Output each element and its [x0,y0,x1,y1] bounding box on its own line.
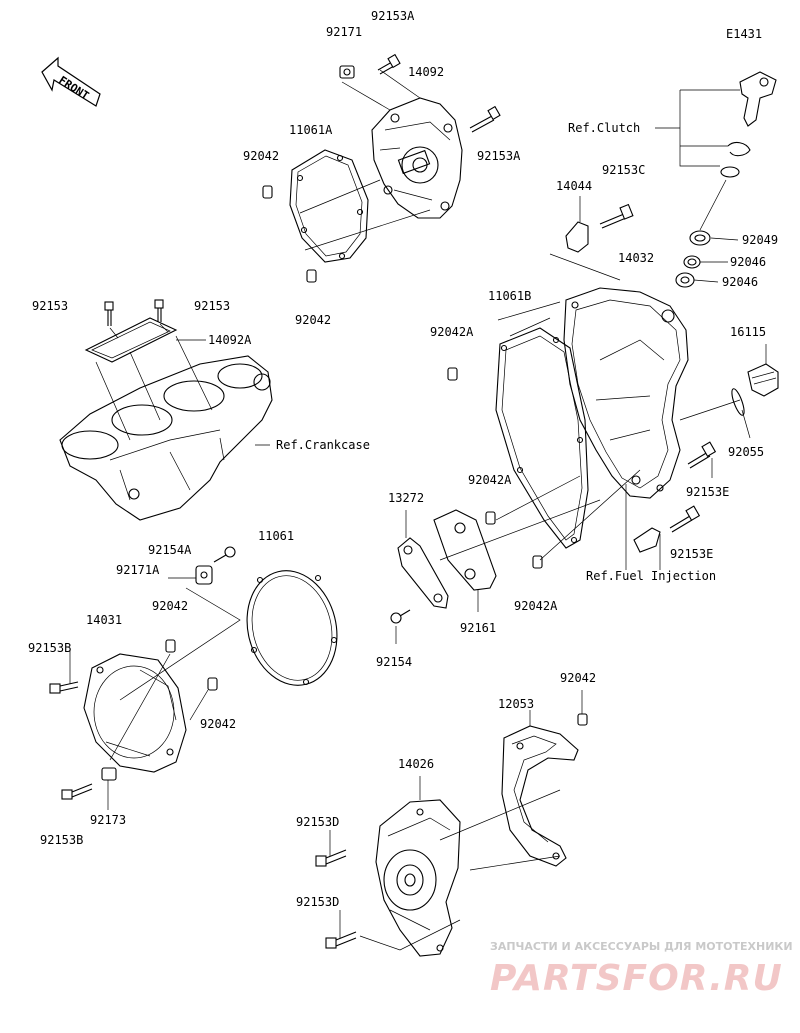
label-92049[interactable]: 92049 [742,233,778,247]
bolt-92153-left [104,301,114,326]
label-92171A[interactable]: 92171A [116,563,160,577]
label-92153-left[interactable]: 92153 [32,299,68,313]
label-92153E-b[interactable]: 92153E [670,547,713,561]
label-11061A[interactable]: 11061A [289,123,333,137]
label-92171[interactable]: 92171 [326,25,362,39]
label-92046-b[interactable]: 92046 [722,275,758,289]
label-92153D-b[interactable]: 92153D [296,895,339,909]
front-arrow-icon: FRONT [41,56,101,107]
dowel-92042A-a [447,367,458,381]
label-92042A-a[interactable]: 92042A [430,325,474,339]
label-92042-b[interactable]: 92042 [295,313,331,327]
bolt-92153A-right [469,105,501,133]
part-92173-bracket [101,767,117,781]
part-92055-oring [731,388,745,416]
part-14044-bracket [565,221,589,253]
part-11061B-gasket [495,327,589,549]
part-clutch-spring [727,141,751,157]
label-ref-crankcase[interactable]: Ref.Crankcase [276,438,370,452]
part-14032-clutch-cover [563,287,689,499]
part-crankcase-reference [59,355,273,521]
bolt-92154A [213,546,236,563]
part-92046-a [683,255,701,269]
label-92153B-b[interactable]: 92153B [40,833,83,847]
bolt-92154 [390,609,411,624]
dowel-92042A-c [532,555,543,569]
part-11061A-gasket [289,149,369,263]
part-14031-generator-cover [83,653,187,773]
bolt-92153C [599,203,634,229]
part-fuel-injection-clamp [633,527,661,553]
label-14026[interactable]: 14026 [398,757,434,771]
bolt-92153B-a [49,681,79,694]
bolt-92153-right [154,299,164,322]
part-clutch-lever [739,71,777,127]
label-92042-a[interactable]: 92042 [243,149,279,163]
label-13272[interactable]: 13272 [388,491,424,505]
bolt-92153D-a [315,849,347,867]
label-92154A[interactable]: 92154A [148,543,192,557]
part-92171A-clip [195,565,213,585]
bolt-92153E-a [687,441,717,469]
label-14044[interactable]: 14044 [556,179,592,193]
dowel-92042-d [207,677,218,691]
dowel-92042-a [262,185,273,199]
label-14092[interactable]: 14092 [408,65,444,79]
watermark: ЗАПЧАСТИ И АКСЕССУАРЫ ДЛЯ МОТОТЕХНИКИ PA… [490,940,793,999]
label-92042-d[interactable]: 92042 [560,671,596,685]
label-ref-fuel-injection[interactable]: Ref.Fuel Injection [586,569,716,583]
label-92153A-top[interactable]: 92153A [371,9,415,23]
part-11061-gasket [246,570,338,686]
label-92153-right[interactable]: 92153 [194,299,230,313]
part-16115-filler-plug [747,363,779,397]
label-14031[interactable]: 14031 [86,613,122,627]
part-14092-cover [371,97,463,219]
watermark-tagline: ЗАПЧАСТИ И АКСЕССУАРЫ ДЛЯ МОТОТЕХНИКИ [490,940,793,953]
label-11061[interactable]: 11061 [258,529,294,543]
bolt-92153A-top [377,53,401,75]
label-92153D-a[interactable]: 92153D [296,815,339,829]
label-92042-c[interactable]: 92042 [152,599,188,613]
label-92161[interactable]: 92161 [460,621,496,635]
label-92042-e[interactable]: 92042 [200,717,236,731]
bolt-92153D-b [325,931,357,949]
label-92173[interactable]: 92173 [90,813,126,827]
part-14092A-cover [84,317,178,363]
part-92049-seal [689,230,711,246]
diagram-code: E1431 [726,27,762,41]
part-92046-b [675,272,695,288]
part-13272-plate [397,537,449,609]
bolt-92153B-b [61,783,93,800]
dowel-92042A-b [485,511,496,525]
label-92055[interactable]: 92055 [728,445,764,459]
part-92171-clip [339,65,355,79]
label-92154[interactable]: 92154 [376,655,412,669]
part-labels: 92153A 92171 14092 11061A 92042 92153A 9… [28,9,778,909]
label-92153A-right[interactable]: 92153A [477,149,521,163]
part-clutch-washer [720,166,740,178]
label-92153E-a[interactable]: 92153E [686,485,729,499]
label-14092A[interactable]: 14092A [208,333,252,347]
part-92161-gasket [433,509,497,591]
part-14026-sprocket-cover [375,799,461,957]
bolt-92153E-b [669,505,701,533]
dowel-92042-c [165,639,176,653]
dowel-92042-e [577,713,588,726]
label-ref-clutch[interactable]: Ref.Clutch [568,121,640,135]
label-92042A-b[interactable]: 92042A [468,473,512,487]
label-16115[interactable]: 16115 [730,325,766,339]
label-92153B-a[interactable]: 92153B [28,641,71,655]
label-12053[interactable]: 12053 [498,697,534,711]
label-11061B[interactable]: 11061B [488,289,531,303]
label-14032[interactable]: 14032 [618,251,654,265]
part-12053-chain-guide [501,725,579,867]
label-92153C[interactable]: 92153C [602,163,645,177]
label-92046-a[interactable]: 92046 [730,255,766,269]
label-92042A-c[interactable]: 92042A [514,599,558,613]
dowel-92042-b [306,269,317,283]
watermark-brand: PARTSFOR.RU [490,958,783,999]
